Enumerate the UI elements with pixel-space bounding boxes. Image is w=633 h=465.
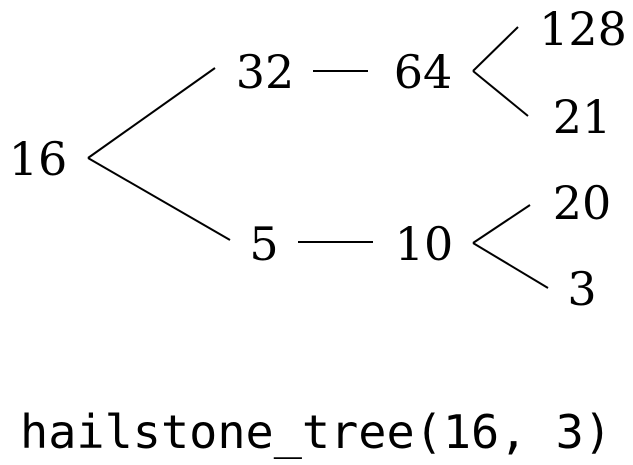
- node-leaf-128: 128: [539, 2, 627, 56]
- node-level2-bottom: 10: [395, 217, 454, 271]
- node-leaf-20: 20: [553, 176, 612, 230]
- edge-10-20: [472, 204, 531, 244]
- node-leaf-3: 3: [567, 262, 596, 316]
- edge-64-128: [472, 26, 519, 72]
- node-level1-top: 32: [236, 45, 295, 99]
- edge-16-5: [87, 157, 231, 241]
- edge-10-3: [472, 242, 549, 289]
- node-root: 16: [9, 132, 68, 186]
- edge-16-32: [87, 67, 216, 159]
- edge-64-21: [472, 70, 529, 117]
- node-level2-top: 64: [394, 45, 453, 99]
- node-level1-bottom: 5: [249, 217, 278, 271]
- node-leaf-21: 21: [553, 90, 612, 144]
- diagram-caption: hailstone_tree(16, 3): [20, 405, 612, 459]
